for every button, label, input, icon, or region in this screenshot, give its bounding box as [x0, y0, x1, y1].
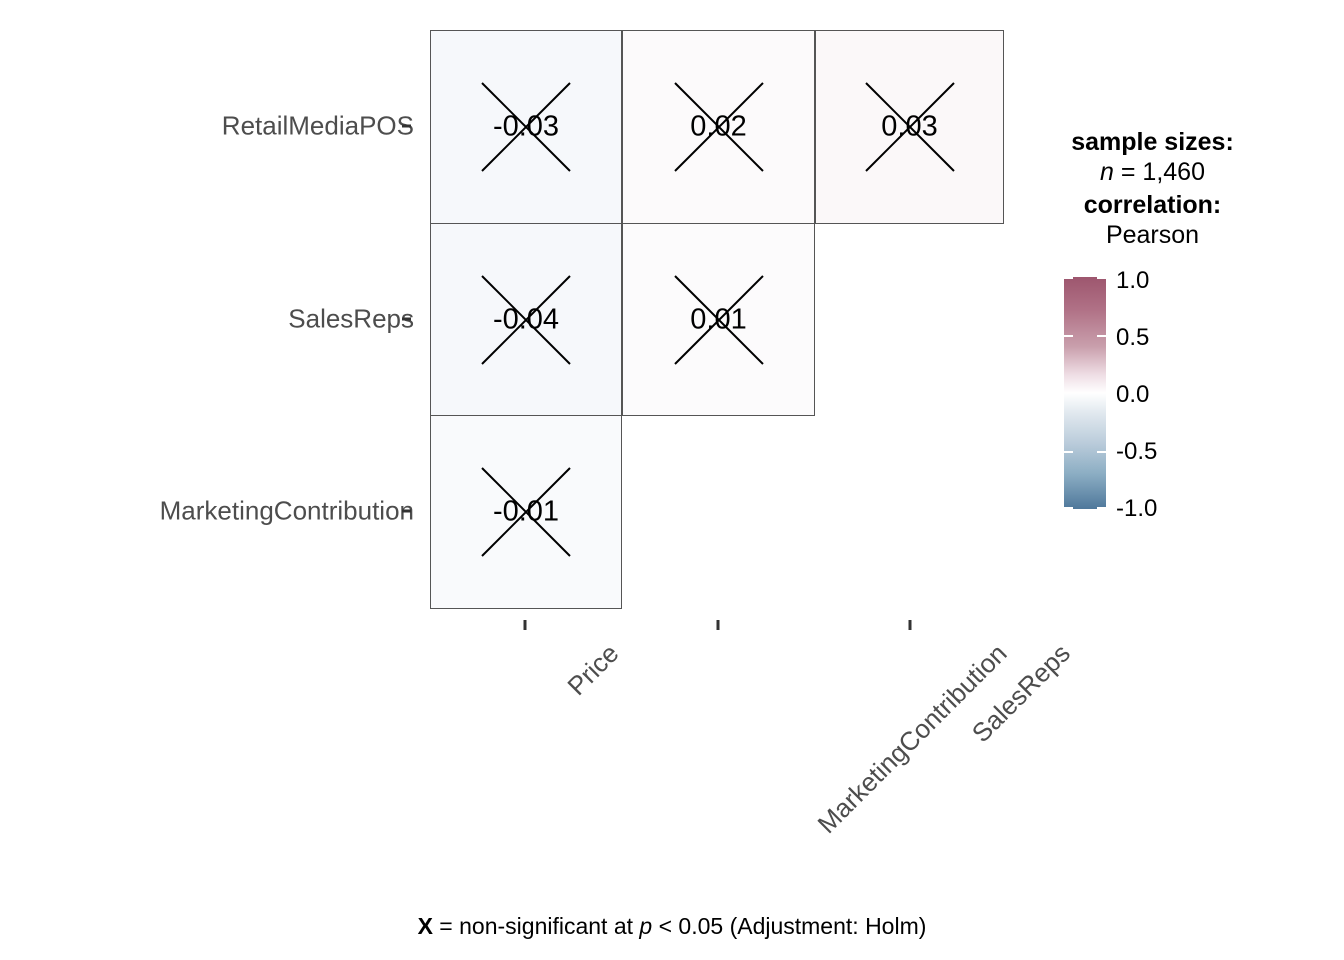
legend-correlation-title: correlation: [1083, 191, 1222, 219]
y-axis: RetailMediaPOS SalesReps MarketingContri… [0, 0, 414, 960]
colorbar-tick-top-left [1064, 277, 1073, 279]
colorbar-tick-half-left [1064, 335, 1073, 337]
colorbar-tick-bottom-right [1097, 507, 1106, 509]
colorbar-label-2: 0.0 [1116, 381, 1150, 408]
non-significant-x-icon [480, 466, 572, 558]
non-significant-x-icon [864, 81, 956, 173]
colorbar-label-0: 1.0 [1116, 267, 1150, 294]
non-significant-x-icon [673, 274, 765, 366]
non-significant-x-icon [673, 81, 765, 173]
colorbar-tick-neghalf-left [1064, 451, 1073, 453]
colorbar-label-1: 0.5 [1116, 324, 1150, 351]
colorbar-label-4: -1.0 [1116, 495, 1158, 522]
colorbar-tick-half-right [1097, 335, 1106, 337]
legend-n-value: = 1,460 [1113, 157, 1205, 186]
colorbar-gradient [1064, 277, 1106, 509]
y-axis-tick-1 [402, 317, 411, 321]
legend-sample-size-value: n = 1,460 [1035, 158, 1270, 188]
colorbar-tick-neghalf-right [1097, 451, 1106, 453]
x-axis-label-0-wrap: Price [561, 638, 625, 702]
legend-correlation-method: Pearson [1105, 220, 1200, 249]
matrix-cell-retailmediapos-price[interactable]: -0.03 [430, 30, 622, 224]
legend-n-symbol: n [1100, 157, 1114, 186]
colorbar-label-3: -0.5 [1116, 438, 1158, 465]
matrix-cell-retailmediapos-marketingcontribution[interactable]: 0.02 [622, 30, 815, 224]
y-axis-tick-2 [402, 509, 411, 513]
y-axis-label-1: SalesReps [288, 303, 414, 334]
x-axis-tick-2 [908, 620, 912, 630]
y-axis-label-0: RetailMediaPOS [221, 110, 414, 141]
x-axis-label-0: Price [561, 638, 625, 702]
y-axis-label-2: MarketingContribution [159, 495, 414, 526]
y-axis-tick-0 [402, 124, 411, 128]
legend: sample sizes: n = 1,460 correlation: Pea… [1035, 128, 1285, 250]
x-axis-tick-0 [523, 620, 527, 630]
caption-text-before: = non-significant at [432, 913, 640, 939]
caption: X = non-significant at p < 0.05 (Adjustm… [0, 913, 1344, 940]
matrix-cell-salesreps-price[interactable]: -0.04 [430, 223, 622, 416]
colorbar-tick-bottom-left [1064, 507, 1073, 509]
matrix-cell-retailmediapos-salesreps[interactable]: 0.03 [815, 30, 1004, 224]
colorbar-tick-top-right [1097, 277, 1106, 279]
legend-sample-sizes-title: sample sizes: [1071, 128, 1234, 156]
non-significant-x-icon [480, 274, 572, 366]
matrix-cell-marketingcontribution-price[interactable]: -0.01 [430, 415, 622, 609]
x-axis-tick-1 [716, 620, 720, 630]
caption-x-symbol: X [417, 913, 433, 939]
caption-p-symbol: p [639, 913, 653, 939]
caption-text-after: < 0.05 (Adjustment: Holm) [652, 913, 927, 939]
non-significant-x-icon [480, 81, 572, 173]
matrix-cell-salesreps-marketingcontribution[interactable]: 0.01 [622, 223, 815, 416]
